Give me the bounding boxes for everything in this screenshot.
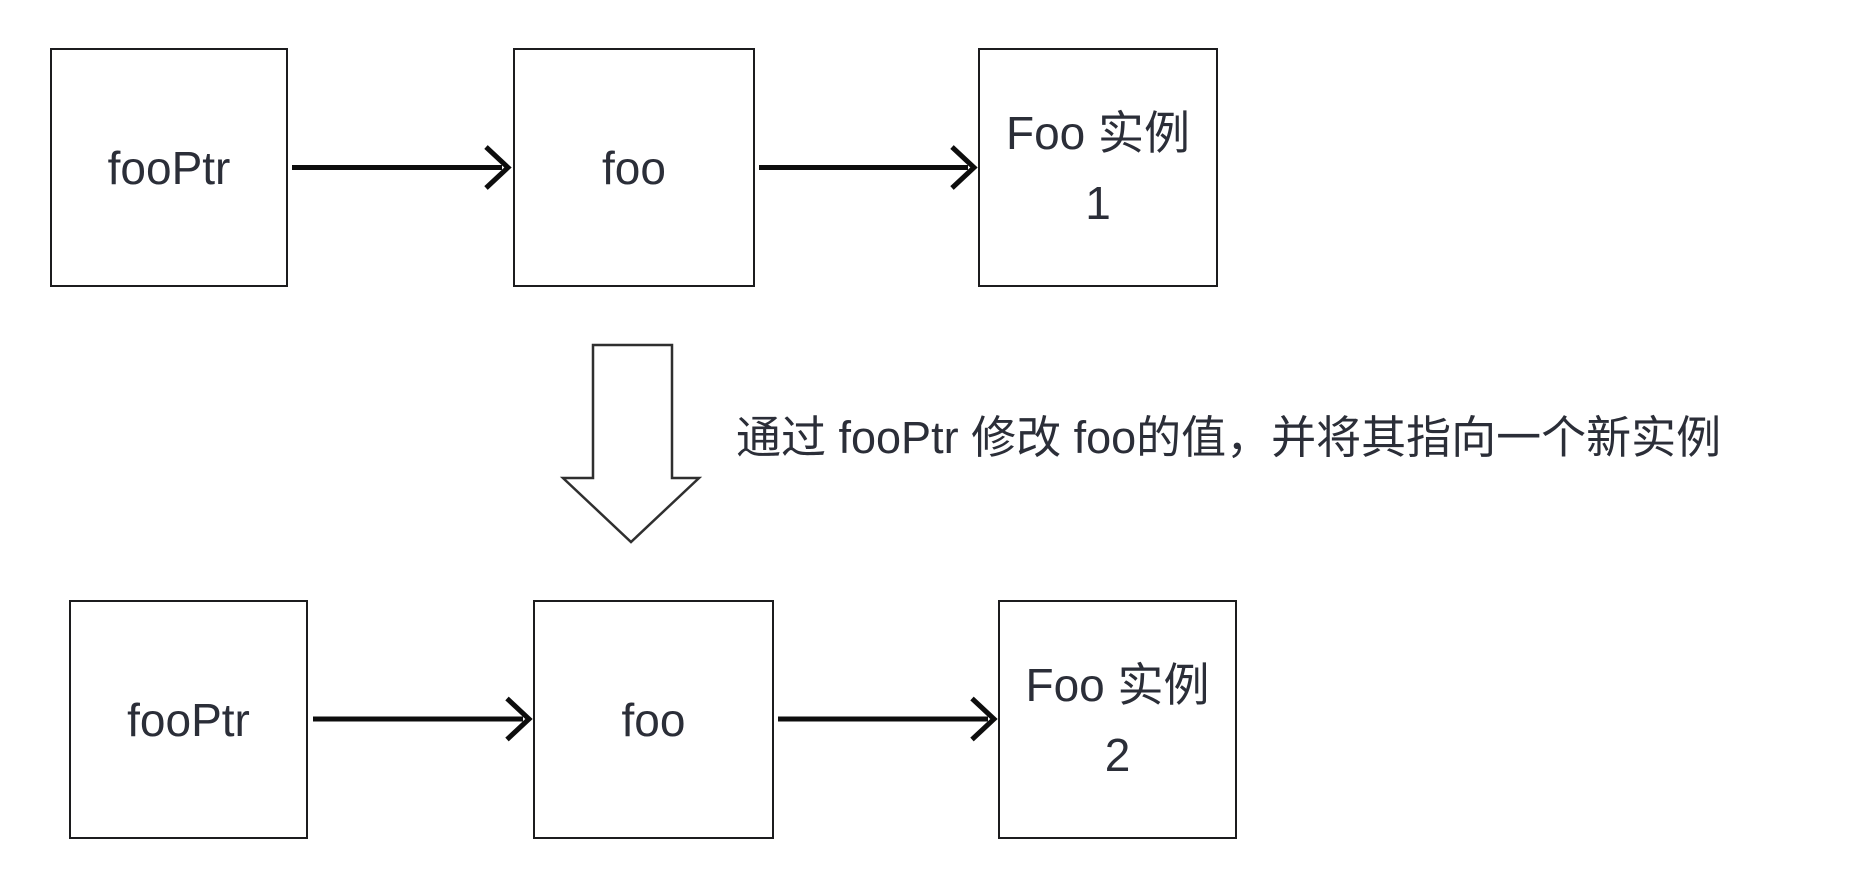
foo-box-after-label: foo (621, 693, 686, 746)
foo-box-before-label: foo (602, 141, 666, 194)
fooptr-box-before-label: fooPtr (107, 141, 231, 194)
foo-instance-1-box-label: Foo 实例 1 (1005, 106, 1191, 229)
foo-box-before: foo (513, 48, 755, 287)
arrow-foo-to-instance2-right-arrow-icon (778, 696, 998, 742)
fooptr-box-after-label: fooPtr (127, 693, 250, 746)
foo-box-after: foo (533, 600, 774, 839)
foo-instance-1-box: Foo 实例 1 (978, 48, 1218, 287)
arrow-foo-to-instance1-right-arrow-icon (759, 145, 978, 190)
transition-annotation: 通过 fooPtr 修改 foo的值，并将其指向一个新实例 (736, 412, 1722, 463)
foo-instance-2-box: Foo 实例 2 (998, 600, 1237, 839)
arrow-fooptr-to-foo-after-right-arrow-icon (313, 696, 533, 742)
fooptr-box-after: fooPtr (69, 600, 308, 839)
fooptr-box-before: fooPtr (50, 48, 288, 287)
foo-instance-2-box-label: Foo 实例 2 (1025, 658, 1210, 781)
arrow-fooptr-to-foo-before-right-arrow-icon (292, 145, 512, 190)
transition-down-arrow-icon (559, 343, 703, 544)
